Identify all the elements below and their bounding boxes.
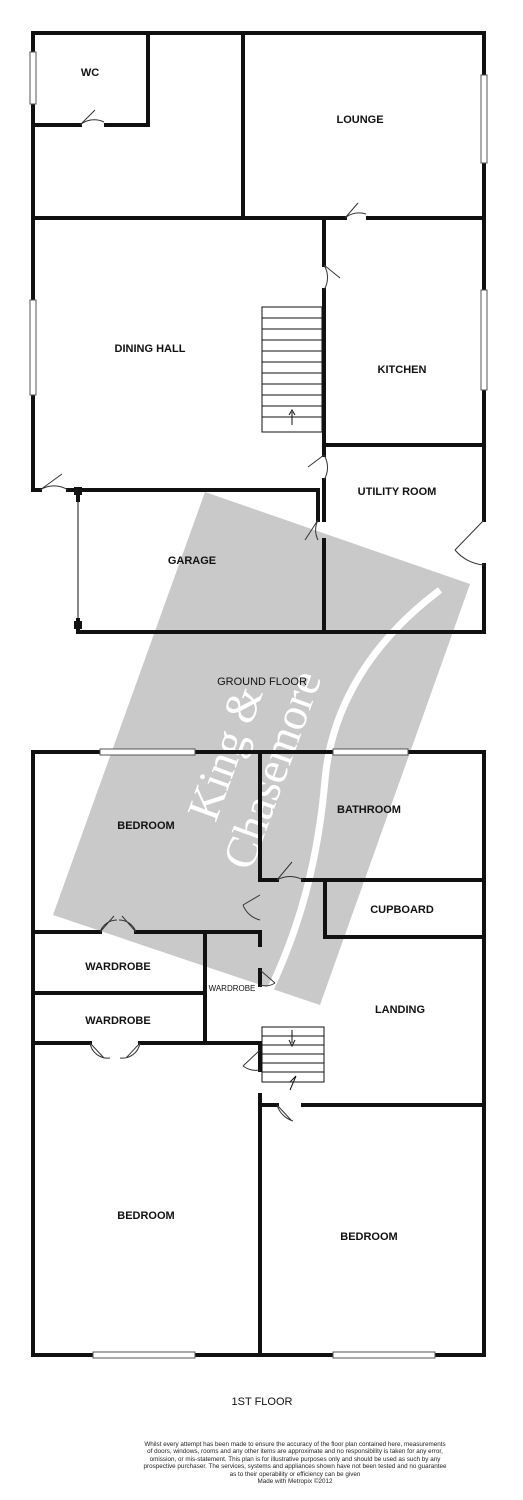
disclaimer-line-2: of doors, windows, rooms and any other i… <box>147 1448 443 1456</box>
first-interior-walls <box>31 750 486 1357</box>
room-label-wardrobe-small: WARDROBE <box>209 984 256 993</box>
room-label-bedroom-bottom-right: BEDROOM <box>340 1231 397 1243</box>
wardrobe-small-door <box>259 969 276 987</box>
bathroom-window <box>332 748 409 756</box>
bathroom-door <box>276 861 304 881</box>
first-floor: BEDROOM BATHROOM CUPBOARD WARDROBE WARDR… <box>31 748 486 1408</box>
room-label-garage: GARAGE <box>168 555 216 567</box>
room-label-bedroom-top-left: BEDROOM <box>117 820 174 832</box>
watermark-swoosh <box>261 587 443 1002</box>
room-label-wardrobe-upper: WARDROBE <box>85 961 150 973</box>
room-label-kitchen: KITCHEN <box>378 364 427 376</box>
garage-post-bottom <box>74 621 82 629</box>
disclaimer-line-3: omission, or mis-statement. This plan is… <box>149 1455 441 1463</box>
room-label-landing: LANDING <box>375 1004 425 1016</box>
dining-window <box>29 299 37 396</box>
utility-back-door <box>454 519 485 566</box>
room-label-dining-hall: DINING HALL <box>115 343 186 355</box>
bedroom-tl-window <box>99 748 196 756</box>
lounge-door <box>344 202 367 219</box>
disclaimer: Whilst every attempt has been made to en… <box>90 1441 500 1485</box>
front-door <box>39 473 69 491</box>
utility-door-top <box>307 454 328 481</box>
ground-staircase <box>261 306 323 433</box>
garage-post-top <box>74 487 82 495</box>
room-label-utility-room: UTILITY ROOM <box>358 486 437 498</box>
room-label-cupboard: CUPBOARD <box>370 904 434 916</box>
room-label-lounge: LOUNGE <box>336 114 383 126</box>
room-label-wc: WC <box>81 67 99 79</box>
kitchen-window <box>480 289 488 391</box>
bedroom-tl-door <box>242 894 261 921</box>
disclaimer-line-6: Made with Metropix ©2012 <box>257 1478 333 1486</box>
ground-floor: WC LOUNGE DINING HALL KITCHEN UTILITY RO… <box>29 31 488 688</box>
bedroom-bl-door <box>242 1049 261 1071</box>
room-label-wardrobe-lower: WARDROBE <box>85 1015 150 1027</box>
watermark-band <box>53 492 470 1005</box>
bedroom-bl-window <box>92 1351 196 1359</box>
bedroom-br-window <box>332 1351 436 1359</box>
room-label-bathroom: BATHROOM <box>337 804 401 816</box>
first-staircase <box>261 1026 325 1091</box>
disclaimer-line-5: as to their operability or efficiency ca… <box>229 1470 361 1478</box>
lounge-window <box>480 74 488 164</box>
ground-interior-walls <box>31 31 486 634</box>
first-floor-label: 1ST FLOOR <box>232 1396 293 1408</box>
bedroom-br-door <box>276 1104 294 1122</box>
ground-floor-label: GROUND FLOOR <box>217 676 307 688</box>
wc-window <box>29 51 37 105</box>
kitchen-door <box>323 264 341 291</box>
disclaimer-line-4: prospective purchaser. The services, sys… <box>143 1463 447 1471</box>
disclaimer-line-1: Whilst every attempt has been made to en… <box>144 1441 446 1448</box>
room-label-bedroom-bottom-left: BEDROOM <box>117 1210 174 1222</box>
wc-door <box>79 109 105 126</box>
wardrobe-upper-doors <box>99 915 137 933</box>
garage-inner-door <box>304 519 319 541</box>
wardrobe-lower-doors <box>89 1042 141 1059</box>
